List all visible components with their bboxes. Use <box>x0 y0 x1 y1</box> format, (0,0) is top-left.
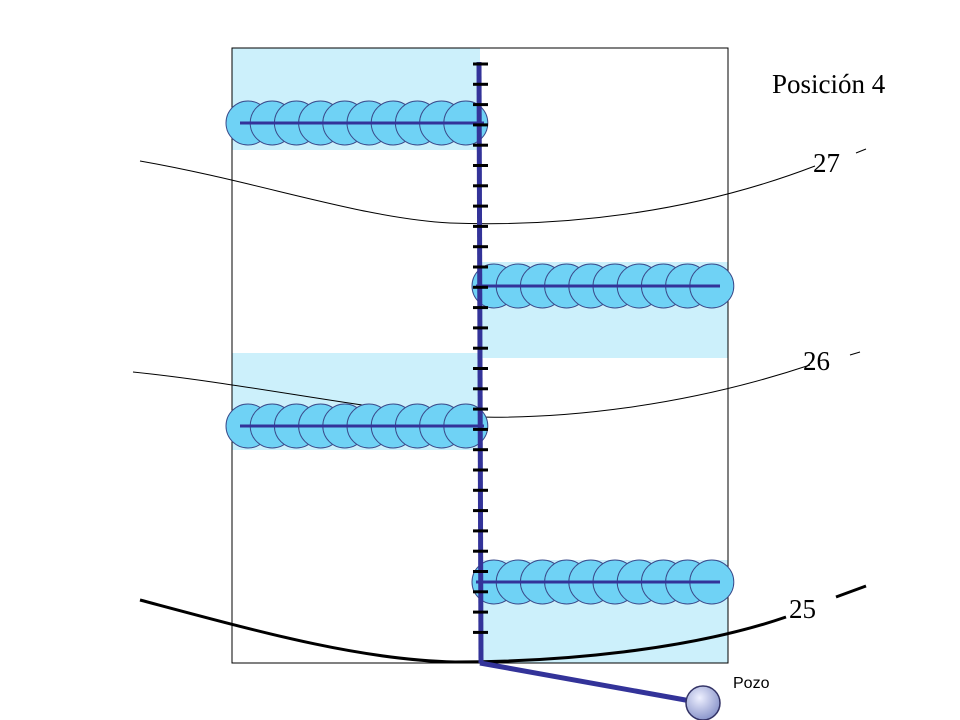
well-connection-pipe <box>479 660 703 706</box>
lateral-2 <box>471 263 735 309</box>
contour-label-26: 26 <box>803 346 830 376</box>
contour-line-25-tick <box>835 584 867 599</box>
pipe-ticks-group <box>473 62 488 634</box>
diagram-title: Posición 4 <box>772 69 886 99</box>
contour-line-26-tick <box>849 351 861 356</box>
well-label: Pozo <box>733 675 770 692</box>
contour-label-27: 27 <box>813 148 840 178</box>
contour-label-25: 25 <box>789 594 816 624</box>
main-pipe <box>476 61 484 664</box>
contour-line-25 <box>139 598 787 664</box>
contour-line-27 <box>139 160 816 225</box>
well-node <box>685 685 721 720</box>
lateral-3 <box>225 403 489 449</box>
contour-line-27-tick <box>855 148 867 154</box>
lateral-4 <box>471 559 735 605</box>
lateral-1 <box>225 100 489 146</box>
laterals-group <box>225 100 735 605</box>
